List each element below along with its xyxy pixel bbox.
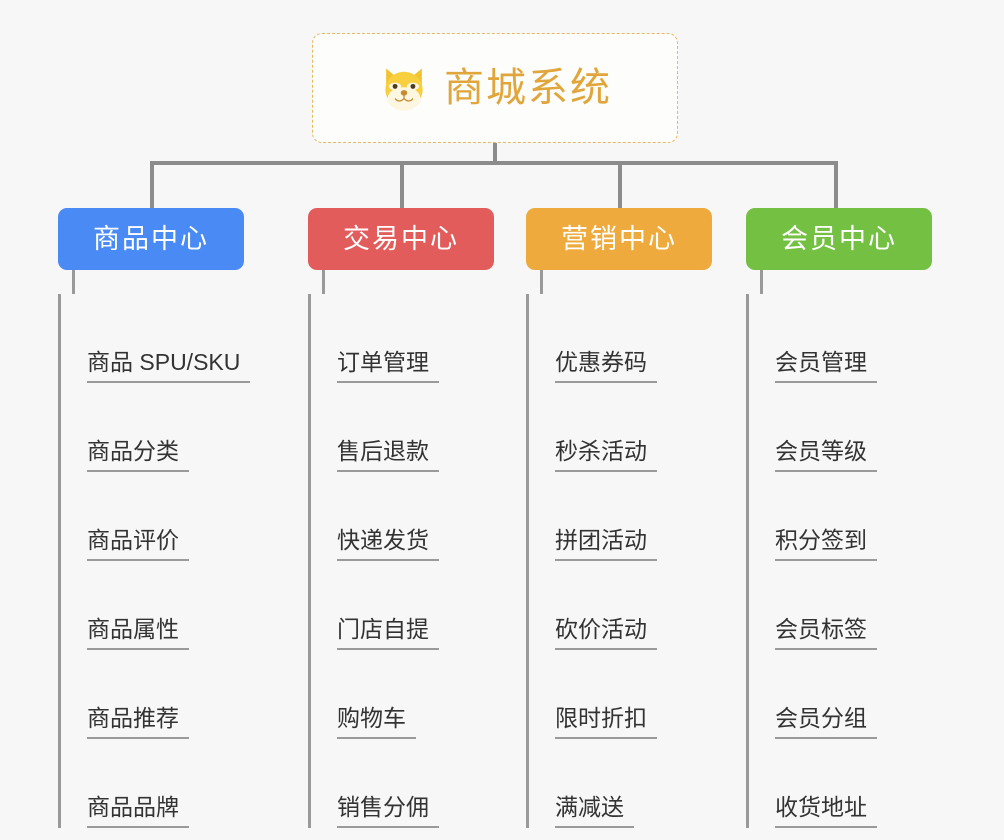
list-item[interactable]: 满减送 (529, 739, 712, 828)
list-item-label: 订单管理 (337, 349, 439, 383)
list-item-label: 会员标签 (775, 616, 877, 650)
list-item[interactable]: 购物车 (311, 650, 494, 739)
branch-item-list-trade: 订单管理 售后退款 快递发货 门店自提 购物车 销售分佣 (308, 294, 494, 828)
list-item-label: 快递发货 (337, 527, 439, 561)
root-node[interactable]: 商城系统 (312, 33, 678, 143)
branch-stem-marketing (540, 270, 543, 294)
list-item-label: 销售分佣 (337, 794, 439, 828)
branch-header-label: 交易中心 (343, 223, 459, 254)
list-item[interactable]: 会员分组 (749, 650, 932, 739)
connector-drop-3 (618, 161, 622, 209)
branch-header-label: 营销中心 (561, 223, 677, 254)
list-item-label: 会员分组 (775, 705, 877, 739)
list-item[interactable]: 优惠券码 (529, 294, 712, 383)
list-item[interactable]: 砍价活动 (529, 561, 712, 650)
list-item-label: 满减送 (555, 794, 634, 828)
list-item-label: 售后退款 (337, 438, 439, 472)
list-item[interactable]: 商品推荐 (61, 650, 244, 739)
list-item[interactable]: 订单管理 (311, 294, 494, 383)
list-item[interactable]: 商品属性 (61, 561, 244, 650)
list-item[interactable]: 会员标签 (749, 561, 932, 650)
branch-header-trade[interactable]: 交易中心 (308, 208, 494, 270)
list-item[interactable]: 快递发货 (311, 472, 494, 561)
list-item[interactable]: 限时折扣 (529, 650, 712, 739)
branch-stem-product (72, 270, 75, 294)
list-item[interactable]: 会员管理 (749, 294, 932, 383)
list-item[interactable]: 商品评价 (61, 472, 244, 561)
list-item-label: 商品属性 (87, 616, 189, 650)
list-item[interactable]: 收货地址 (749, 739, 932, 828)
branch-header-label: 会员中心 (781, 223, 897, 254)
branch-stem-member (760, 270, 763, 294)
list-item-label: 商品 SPU/SKU (87, 349, 251, 383)
list-item-label: 秒杀活动 (555, 438, 657, 472)
branch-column-product: 商品中心 商品 SPU/SKU 商品分类 商品评价 商品属性 商品推荐 商品品牌 (58, 208, 251, 828)
root-title: 商城系统 (444, 66, 612, 110)
list-item[interactable]: 拼团活动 (529, 472, 712, 561)
branch-column-member: 会员中心 会员管理 会员等级 积分签到 会员标签 会员分组 收货地址 (746, 208, 932, 828)
list-item-label: 优惠券码 (555, 349, 657, 383)
list-item-label: 门店自提 (337, 616, 439, 650)
connector-drop-1 (150, 161, 154, 209)
list-item-label: 商品品牌 (87, 794, 189, 828)
list-item-label: 会员管理 (775, 349, 877, 383)
branch-stem-trade (322, 270, 325, 294)
list-item-label: 会员等级 (775, 438, 877, 472)
list-item-label: 砍价活动 (555, 616, 657, 650)
list-item-label: 积分签到 (775, 527, 877, 561)
branch-item-list-product: 商品 SPU/SKU 商品分类 商品评价 商品属性 商品推荐 商品品牌 (58, 294, 251, 828)
list-item-label: 商品分类 (87, 438, 189, 472)
list-item-label: 购物车 (337, 705, 416, 739)
list-item[interactable]: 秒杀活动 (529, 383, 712, 472)
branch-header-label: 商品中心 (93, 223, 209, 254)
connector-root-stem (493, 143, 497, 164)
branch-item-list-member: 会员管理 会员等级 积分签到 会员标签 会员分组 收货地址 (746, 294, 932, 828)
list-item-label: 商品推荐 (87, 705, 189, 739)
branch-header-marketing[interactable]: 营销中心 (526, 208, 712, 270)
list-item[interactable]: 门店自提 (311, 561, 494, 650)
branch-header-product[interactable]: 商品中心 (58, 208, 244, 270)
connector-horizontal-bus (150, 161, 838, 165)
list-item[interactable]: 售后退款 (311, 383, 494, 472)
list-item-label: 商品评价 (87, 527, 189, 561)
list-item-label: 收货地址 (775, 794, 877, 828)
branch-column-trade: 交易中心 订单管理 售后退款 快递发货 门店自提 购物车 销售分佣 (308, 208, 494, 828)
list-item[interactable]: 商品分类 (61, 383, 244, 472)
list-item-label: 限时折扣 (555, 705, 657, 739)
connector-drop-4 (834, 161, 838, 209)
list-item[interactable]: 积分签到 (749, 472, 932, 561)
list-item[interactable]: 销售分佣 (311, 739, 494, 828)
branch-header-member[interactable]: 会员中心 (746, 208, 932, 270)
list-item[interactable]: 商品品牌 (61, 739, 244, 828)
branch-item-list-marketing: 优惠券码 秒杀活动 拼团活动 砍价活动 限时折扣 满减送 (526, 294, 712, 828)
list-item[interactable]: 商品 SPU/SKU (61, 294, 251, 383)
shiba-dog-emoji (378, 62, 430, 114)
connector-drop-2 (400, 161, 404, 209)
branch-column-marketing: 营销中心 优惠券码 秒杀活动 拼团活动 砍价活动 限时折扣 满减送 (526, 208, 712, 828)
list-item-label: 拼团活动 (555, 527, 657, 561)
list-item[interactable]: 会员等级 (749, 383, 932, 472)
